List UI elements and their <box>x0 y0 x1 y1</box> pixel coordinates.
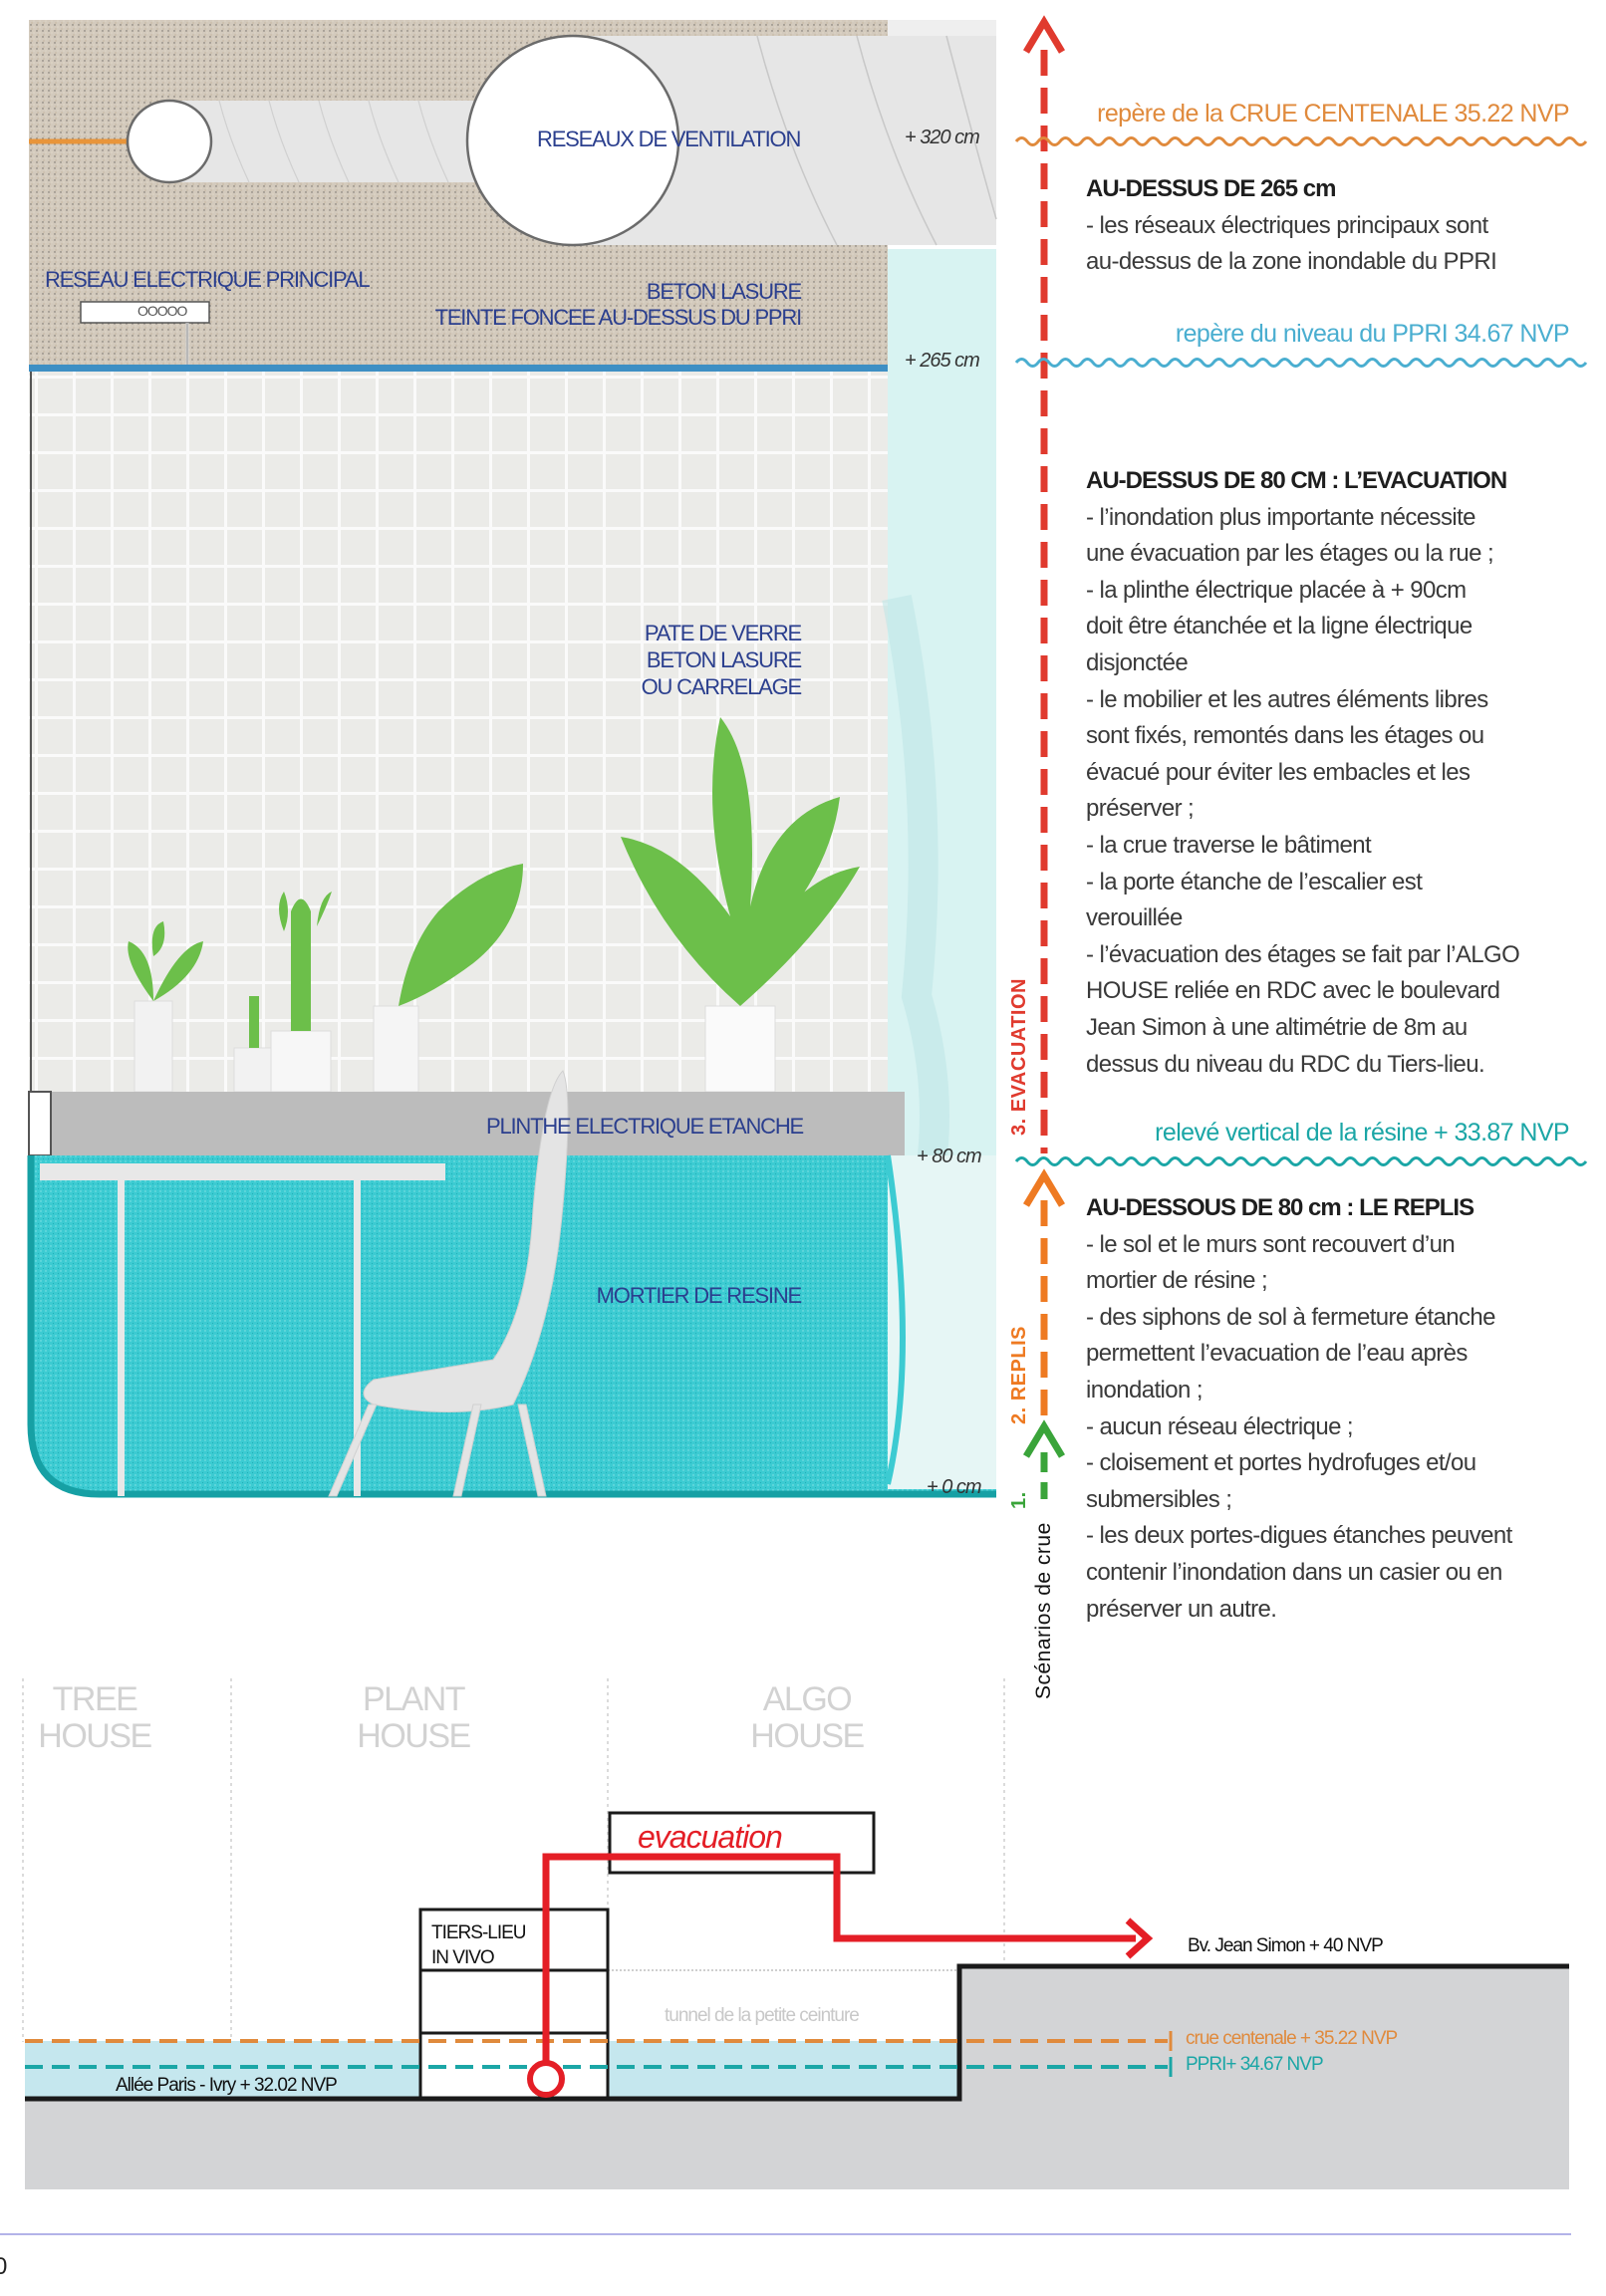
plinthe-label: PLINTHE ELECTRIQUE ETANCHE <box>486 1114 804 1139</box>
crue-wave <box>1014 136 1588 146</box>
text-line: préserver ; <box>1086 795 1195 823</box>
small-duct-opening <box>126 99 213 184</box>
text-line: mortier de résine ; <box>1086 1267 1268 1295</box>
text-line: HOUSE reliée en RDC avec le boulevard <box>1086 977 1500 1005</box>
block-below-80: AU-DESSOUS DE 80 cm : LE REPLIS - le sol… <box>1086 1190 1512 1628</box>
text-line: - le sol et le murs sont recouvert d’un <box>1086 1230 1456 1258</box>
scenario-3-label: 3. EVACUATION <box>1008 978 1030 1136</box>
start-point <box>527 2060 565 2098</box>
text-line: - les réseaux électriques principaux son… <box>1086 211 1488 239</box>
text-line: inondation ; <box>1086 1376 1204 1403</box>
resine-wave <box>1014 1156 1588 1166</box>
text-line: submersibles ; <box>1086 1485 1232 1513</box>
text-line: - la crue traverse le bâtiment <box>1086 831 1372 859</box>
evacuation-arrow-icon <box>1022 15 1066 54</box>
block-lines: - le sol et le murs sont recouvert d’un m… <box>1086 1227 1512 1629</box>
tiers-lieu-label-2: IN VIVO <box>431 1947 495 1968</box>
block-title: AU-DESSOUS DE 80 cm : LE REPLIS <box>1086 1194 1474 1221</box>
ppri-marker: repère du niveau du PPRI 34.67 NVP <box>1175 320 1570 348</box>
plants <box>128 717 860 1093</box>
text-line: - l’inondation plus importante nécessite <box>1086 503 1476 531</box>
text-line: - le mobilier et les autres éléments lib… <box>1086 685 1488 713</box>
scenarios-axis-label: Scénarios de crue <box>1032 1522 1055 1699</box>
text-line: au-dessus de la zone inondable du PPRI <box>1086 248 1497 276</box>
block-lines: - les réseaux électriques principaux son… <box>1086 208 1497 281</box>
text-line: permettent l’evacuation de l’eau après <box>1086 1340 1468 1368</box>
ground <box>25 2099 1569 2189</box>
boulevard-label: Bv. Jean Simon + 40 NVP <box>1188 1935 1384 1956</box>
text-line: dessus du niveau du RDC du Tiers-lieu. <box>1086 1050 1485 1078</box>
scenario-2-label: 2. REPLIS <box>1008 1326 1030 1424</box>
block-title: AU-DESSUS DE 80 CM : L’EVACUATION <box>1086 467 1507 494</box>
block-above-80: AU-DESSUS DE 80 CM : L’EVACUATION - l’in… <box>1086 463 1520 1084</box>
crue-level-label: crue centenale + 35.22 NVP <box>1186 2028 1398 2049</box>
text-line: disjonctée <box>1086 648 1189 676</box>
crue-marker: repère de la CRUE CENTENALE 35.22 NVP <box>1097 100 1569 128</box>
text-line: contenir l’inondation dans un casier ou … <box>1086 1558 1502 1586</box>
pate-label-3: OU CARRELAGE <box>641 674 803 699</box>
level-320: + 320 cm <box>905 127 980 148</box>
level-0: + 0 cm <box>927 1476 982 1498</box>
block-lines: - l’inondation plus importante nécessite… <box>1086 500 1520 1084</box>
text-line: - la porte étanche de l’escalier est <box>1086 868 1423 895</box>
scenario1-arrow-icon <box>1022 1419 1066 1458</box>
level-80: + 80 cm <box>917 1146 982 1167</box>
text-line: - les deux portes-digues étanches peuven… <box>1086 1522 1512 1550</box>
text-line: Jean Simon à une altimétrie de 8m au <box>1086 1013 1468 1041</box>
evacuation-label: evacuation <box>638 1819 783 1855</box>
text-line: - l’évacuation des étages se fait par l’… <box>1086 940 1520 968</box>
text-line: - la plinthe électrique placée à + 90cm <box>1086 576 1467 604</box>
chair <box>328 1070 569 1497</box>
electric-box <box>80 301 210 324</box>
large-duct-opening <box>465 34 680 247</box>
replis-arrow-icon <box>1022 1168 1066 1207</box>
beton-label-2: TEINTE FONCEE AU-DESSUS DU PPRI <box>434 305 803 330</box>
pate-label-2: BETON LASURE <box>646 647 802 672</box>
algo-house-box <box>608 1811 876 1875</box>
evacuation-path <box>542 1853 1136 2062</box>
allee-label: Allée Paris - Ivry + 32.02 NVP <box>116 2075 338 2096</box>
pate-label-1: PATE DE VERRE <box>644 621 802 645</box>
ppri-level-label: PPRI+ 34.67 NVP <box>1186 2054 1324 2075</box>
block-title: AU-DESSUS DE 265 cm <box>1086 175 1336 202</box>
ventilation-label: RESEAUX DE VENTILATION <box>537 127 801 151</box>
text-line: - cloisement et portes hydrofuges et/ou <box>1086 1449 1476 1477</box>
text-line: - aucun réseau électrique ; <box>1086 1412 1354 1440</box>
electrical-plinth <box>51 1092 905 1155</box>
tunnel-label: tunnel de la petite ceinture <box>665 2005 860 2026</box>
electric-network-label: RESEAU ELECTRIQUE PRINCIPAL <box>45 267 371 292</box>
text-line: une évacuation par les étages ou la rue … <box>1086 540 1494 568</box>
text-line: verouillée <box>1086 904 1183 932</box>
resine-marker: relevé vertical de la résine + 33.87 NVP <box>1155 1119 1569 1147</box>
table <box>40 1163 445 1496</box>
socket-outlets: OOOOO <box>137 303 187 319</box>
ppri-wave <box>1014 358 1588 368</box>
text-line: doit être étanchée et la ligne électriqu… <box>1086 613 1472 640</box>
text-line: sont fixés, remontés dans les étages ou <box>1086 722 1484 750</box>
level-265: + 265 cm <box>905 350 980 372</box>
mortier-label: MORTIER DE RESINE <box>596 1283 803 1308</box>
text-line: évacué pour éviter les embacles et les <box>1086 758 1471 786</box>
ppri-line <box>29 365 888 372</box>
text-line: préserver un autre. <box>1086 1595 1277 1623</box>
scenario-1-label: 1. <box>1008 1491 1030 1509</box>
block-above-265: AU-DESSUS DE 265 cm - les réseaux électr… <box>1086 171 1497 281</box>
page-number: 0 <box>0 2253 8 2280</box>
tiers-lieu-label-1: TIERS-LIEU <box>431 1922 527 1943</box>
beton-label-1: BETON LASURE <box>646 279 802 304</box>
text-line: - des siphons de sol à fermeture étanche <box>1086 1303 1496 1331</box>
evacuation-arrowhead-icon <box>1125 1917 1154 1959</box>
